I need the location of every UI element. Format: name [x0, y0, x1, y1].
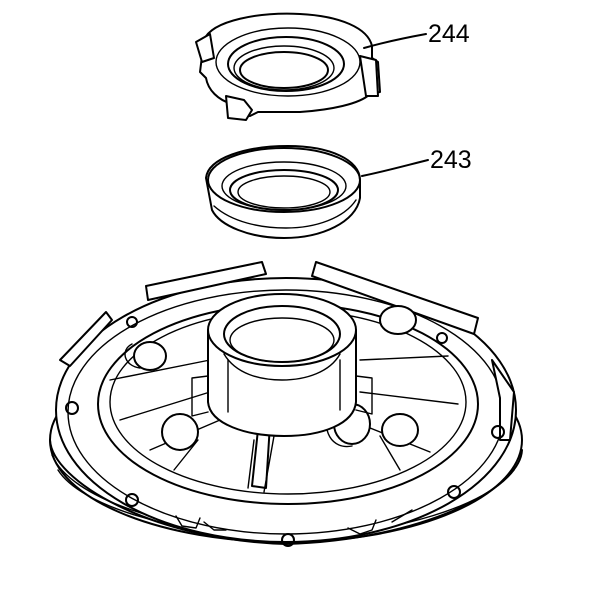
callout-244: 244	[363, 20, 470, 49]
part-244-retainer	[195, 12, 381, 121]
callout-243: 243	[361, 146, 472, 177]
pump-body	[49, 261, 523, 547]
callout-label-243: 243	[430, 146, 472, 174]
part-243-seal	[205, 145, 361, 239]
callout-label-244: 244	[428, 20, 470, 48]
